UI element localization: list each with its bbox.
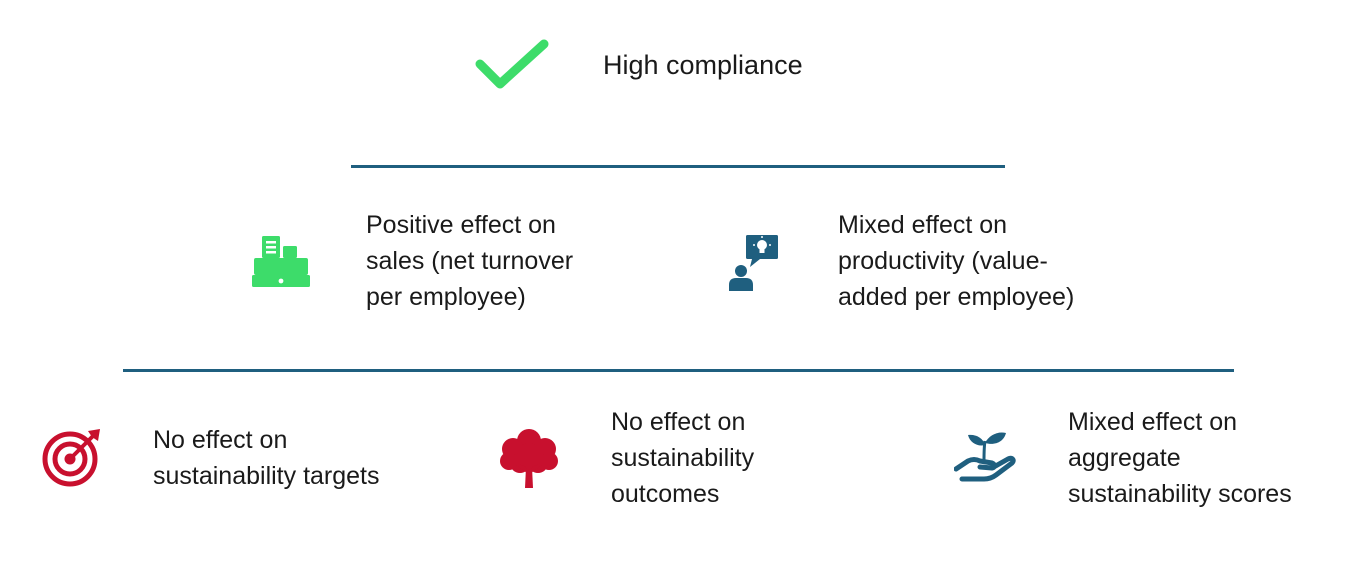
target-icon — [42, 427, 102, 487]
cash-register-icon — [250, 234, 310, 288]
divider-top — [351, 165, 1005, 168]
tree-icon — [498, 427, 560, 489]
person-idea-icon — [728, 233, 780, 293]
productivity-effect-label: Mixed effect on productivity (value- add… — [838, 211, 1075, 311]
checkmark-icon — [474, 38, 550, 92]
outcomes-effect-label: No effect on sustainability outcomes — [611, 408, 755, 508]
divider-bottom — [123, 369, 1234, 372]
sales-effect-label: Positive effect on sales (net turnover p… — [366, 211, 574, 311]
hand-sprout-icon — [954, 431, 1018, 483]
high-compliance-label: High compliance — [603, 50, 803, 80]
scores-effect-label: Mixed effect on aggregate sustainability… — [1068, 408, 1292, 508]
targets-effect-label: No effect on sustainability targets — [153, 426, 380, 490]
